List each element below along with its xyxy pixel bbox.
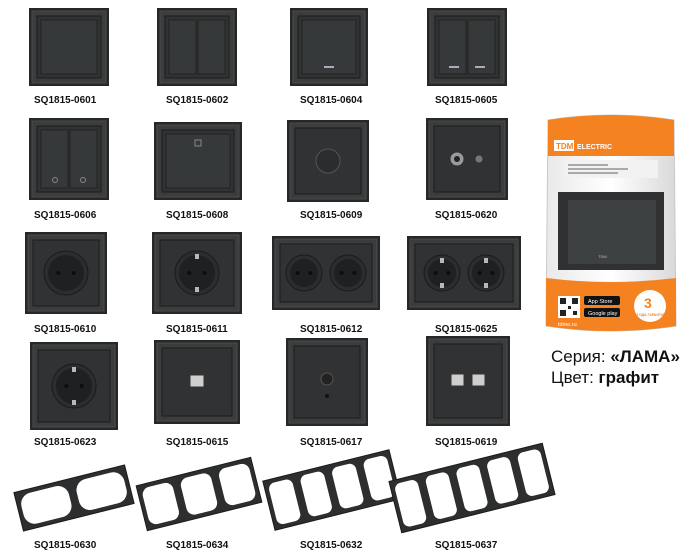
socket-image <box>152 232 242 314</box>
package-image: TDM ELECTRIC TDM App Store Google play t… <box>545 114 677 332</box>
series-label: Серия: <box>551 347 611 366</box>
product-code: SQ1815-0620 <box>435 210 498 221</box>
switch-image <box>426 118 508 200</box>
product-code: SQ1815-0612 <box>300 324 363 335</box>
guarantee-number: 3 <box>644 295 652 311</box>
product-code: SQ1815-0601 <box>34 95 97 106</box>
product-code: SQ1815-0606 <box>34 210 97 221</box>
frame-image <box>135 456 263 532</box>
series-value: «ЛАМА» <box>610 347 680 366</box>
product-code: SQ1815-0608 <box>166 210 229 221</box>
frame-image <box>262 449 402 531</box>
app-store-badge: App Store <box>588 299 612 305</box>
series-line: Серия: «ЛАМА» <box>551 346 680 367</box>
socket-image <box>407 236 521 310</box>
retail-package: TDM ELECTRIC TDM App Store Google play t… <box>544 110 678 338</box>
socket-image <box>286 338 368 426</box>
socket-image <box>30 342 118 430</box>
product-code: SQ1815-0625 <box>435 324 498 335</box>
product-code: SQ1815-0634 <box>166 540 229 551</box>
switch-image <box>29 8 109 86</box>
website-text: tdme.ru <box>558 322 577 328</box>
socket-image <box>154 340 240 424</box>
product-code: SQ1815-0605 <box>435 95 498 106</box>
product-code: SQ1815-0637 <box>435 540 498 551</box>
product-code: SQ1815-0630 <box>34 540 97 551</box>
product-code: SQ1815-0609 <box>300 210 363 221</box>
product-code: SQ1815-0602 <box>166 95 229 106</box>
product-code: SQ1815-0615 <box>166 437 229 448</box>
guarantee-text: ГОДА ГАРАНТИИ <box>637 313 667 317</box>
switch-image <box>427 8 507 86</box>
google-play-badge: Google play <box>588 311 618 317</box>
svg-text:TDM: TDM <box>598 254 607 259</box>
product-code: SQ1815-0604 <box>300 95 363 106</box>
color-line: Цвет: графит <box>551 367 680 388</box>
product-code: SQ1815-0617 <box>300 437 363 448</box>
switch-image <box>157 8 237 86</box>
switch-image <box>29 118 109 200</box>
series-info: Серия: «ЛАМА» Цвет: графит <box>551 346 680 388</box>
frame-image <box>13 464 135 532</box>
frame-image <box>388 442 556 534</box>
socket-image <box>426 336 510 426</box>
switch-image <box>290 8 368 86</box>
socket-image <box>25 232 107 314</box>
product-code: SQ1815-0632 <box>300 540 363 551</box>
product-code: SQ1815-0623 <box>34 437 97 448</box>
switch-image <box>287 120 369 202</box>
color-value: графит <box>598 368 660 387</box>
product-code: SQ1815-0611 <box>166 324 228 335</box>
product-code: SQ1815-0619 <box>435 437 498 448</box>
brand-logo: TDM <box>556 142 574 151</box>
product-code: SQ1815-0610 <box>34 324 97 335</box>
switch-image <box>154 122 242 200</box>
color-label: Цвет: <box>551 368 599 387</box>
brand-suffix: ELECTRIC <box>577 144 612 151</box>
socket-image <box>272 236 380 310</box>
